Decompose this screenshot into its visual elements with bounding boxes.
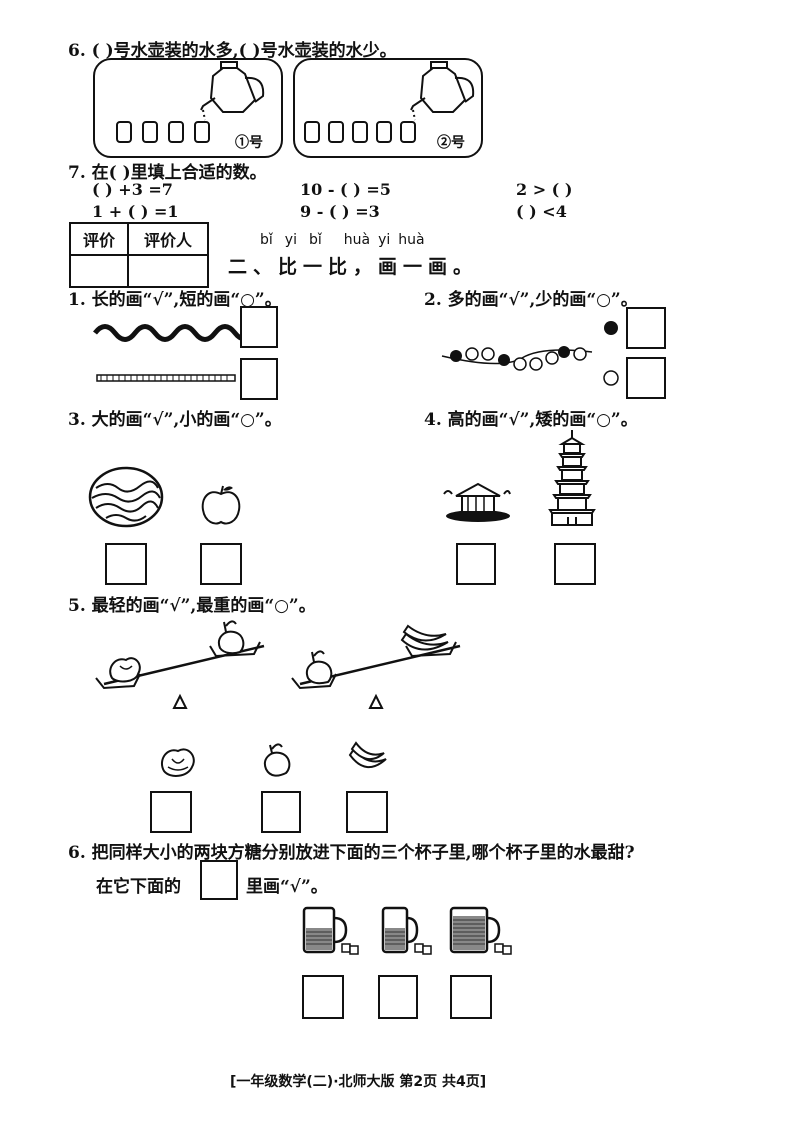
balance-scale-1-illustration xyxy=(95,620,265,709)
kettle-panel-2: ②号 xyxy=(293,58,483,158)
answer-box-p3-watermelon[interactable] xyxy=(105,543,147,585)
kettle-1-illustration xyxy=(116,61,265,143)
cup-2-illustration xyxy=(381,906,432,955)
cup-3-illustration xyxy=(449,906,512,955)
p4-text: 4. 高的画“√”,矮的画“○”。 xyxy=(424,410,638,430)
answer-box-p5-banana[interactable] xyxy=(346,791,388,833)
answer-box-p3-apple[interactable] xyxy=(200,543,242,585)
answer-box-p6-cup-3[interactable] xyxy=(450,975,492,1019)
straight-rope-illustration xyxy=(96,374,236,382)
p5-text: 5. 最轻的画“√”,最重的画“○”。 xyxy=(68,596,316,616)
p2-text: 2. 多的画“√”,少的画“○”。 xyxy=(424,290,638,310)
white-bead-icon xyxy=(603,370,619,386)
p6-line2a: 在它下面的 xyxy=(96,877,181,897)
eval-header-2: 评价人 xyxy=(127,222,209,256)
q7-eq-6: ( ) <4 xyxy=(516,202,567,221)
cabbage-icon xyxy=(160,748,195,777)
eval-cell-2[interactable] xyxy=(127,254,209,288)
p1-text: 1. 长的画“√”,短的画“○”。 xyxy=(68,290,282,310)
q7-eq-4: 1 + ( ) =1 xyxy=(92,202,179,221)
evaluation-table: 评价 评价人 xyxy=(69,222,209,288)
q7-eq-1: ( ) +3 =7 xyxy=(92,180,173,199)
answer-box-p6-example xyxy=(200,860,238,900)
mango-icon xyxy=(264,743,291,777)
answer-box-p5-mango[interactable] xyxy=(261,791,301,833)
q7-eq-2: 10 - ( ) =5 xyxy=(300,180,391,199)
p6-line1: 6. 把同样大小的两块方糖分别放进下面的三个杯子里,哪个杯子里的水最甜? xyxy=(68,843,635,863)
answer-box-p4-pavilion[interactable] xyxy=(456,543,496,585)
kettle-2-illustration xyxy=(304,61,475,143)
answer-box-p5-cabbage[interactable] xyxy=(150,791,192,833)
cup-1-illustration xyxy=(302,906,359,955)
kettle-1-label: ①号 xyxy=(235,135,263,151)
watermelon-icon xyxy=(88,466,164,528)
tall-pagoda-icon xyxy=(548,430,596,526)
q6-text: 6. ( )号水壶装的水多,( )号水壶装的水少。 xyxy=(68,41,397,61)
q7-eq-3: 2 > ( ) xyxy=(516,180,573,199)
kettle-2-label: ②号 xyxy=(437,135,465,151)
answer-box-p2-black[interactable] xyxy=(626,307,666,349)
wavy-rope-illustration xyxy=(93,324,258,342)
black-bead-icon xyxy=(604,321,618,335)
answer-box-p4-pagoda[interactable] xyxy=(554,543,596,585)
kettle-panel-1: ①号 xyxy=(93,58,283,158)
apple-icon xyxy=(201,485,241,525)
banana-icon xyxy=(348,741,387,768)
eval-header-1: 评价 xyxy=(69,222,129,256)
eval-cell-1[interactable] xyxy=(69,254,129,288)
bead-string-illustration xyxy=(441,346,593,371)
p3-text: 3. 大的画“√”,小的画“○”。 xyxy=(68,410,282,430)
answer-box-p2-white[interactable] xyxy=(626,357,666,399)
answer-box-p1-long[interactable] xyxy=(240,306,278,348)
answer-box-p6-cup-2[interactable] xyxy=(378,975,418,1019)
short-pavilion-icon xyxy=(443,482,511,522)
q7-title: 7. 在( )里填上合适的数。 xyxy=(68,163,267,183)
page-footer: [一年级数学(二)·北师大版 第2页 共4页] xyxy=(230,1074,487,1090)
section2-title: 二、比一比，画一画。 xyxy=(228,256,479,278)
answer-box-p1-short[interactable] xyxy=(240,358,278,400)
answer-box-p6-cup-1[interactable] xyxy=(302,975,344,1019)
balance-scale-2-illustration xyxy=(291,624,461,709)
p6-line2b: 里画“√”。 xyxy=(246,877,328,897)
q7-eq-5: 9 - ( ) =3 xyxy=(300,202,380,221)
